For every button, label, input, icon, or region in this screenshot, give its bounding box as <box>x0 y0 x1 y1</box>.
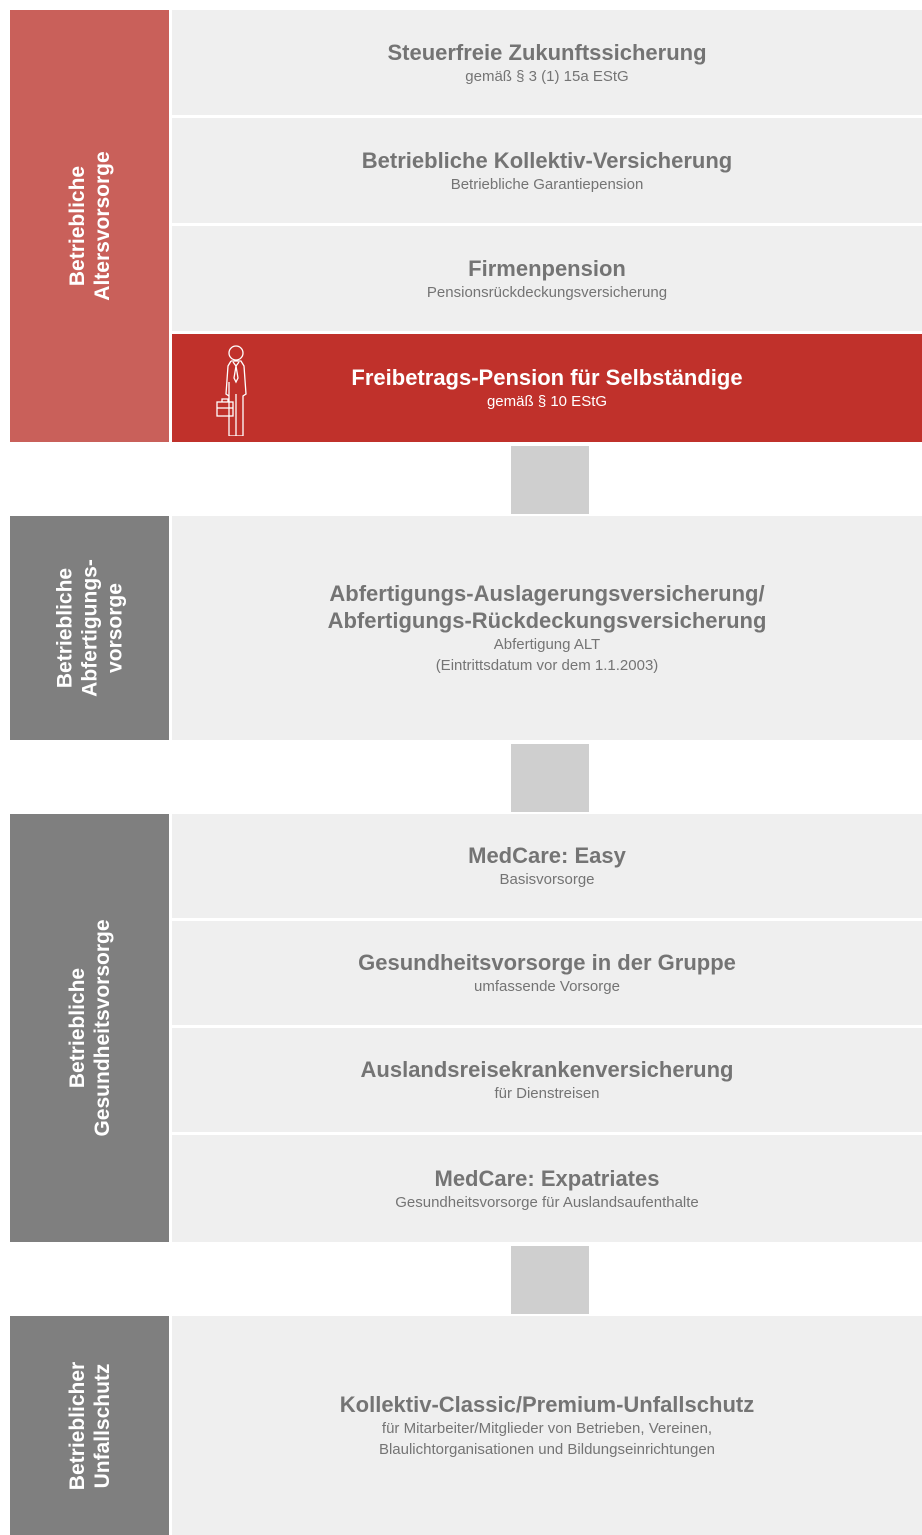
product-card[interactable]: Kollektiv-Classic/Premium-Unfallschutz f… <box>172 1316 922 1535</box>
product-card[interactable]: Betriebliche Kollektiv-Versicherung Betr… <box>172 118 922 226</box>
product-title: Steuerfreie Zukunftssicherung <box>387 39 707 65</box>
connector <box>511 1246 589 1314</box>
product-card[interactable]: Abfertigungs-Auslagerungsversicherung/ A… <box>172 516 922 740</box>
product-subtitle: gemäß § 10 EStG <box>486 393 608 410</box>
section-gesundheit: Betriebliche Gesundheitsvorsorge MedCare… <box>10 814 922 1242</box>
product-subtitle: Abfertigung ALT <box>493 636 601 653</box>
product-subtitle: Gesundheitsvorsorge für Auslandsaufentha… <box>395 1193 699 1211</box>
section-label-abfertigung: Betriebliche Abfertigungs- vorsorge <box>10 516 172 740</box>
section-label-altersvorsorge: Betriebliche Altersvorsorge <box>10 10 172 442</box>
product-title: Betriebliche Kollektiv-Versicherung <box>361 147 733 173</box>
product-card[interactable]: Firmenpension Pensionsrückdeckungsversic… <box>172 226 922 334</box>
product-title: Freibetrags-Pension für Selbständige <box>351 365 743 390</box>
product-subtitle: für Mitarbeiter/Mitglieder von Betrieben… <box>381 1420 713 1437</box>
product-subtitle: Blaulichtorganisationen und Bildungseinr… <box>378 1441 716 1458</box>
product-list: MedCare: Easy Basisvorsorge Gesundheitsv… <box>172 814 922 1242</box>
product-subtitle: gemäß § 3 (1) 15a EStG <box>465 67 629 85</box>
product-subtitle: Basisvorsorge <box>499 871 595 888</box>
product-subtitle: (Eintrittsdatum vor dem 1.1.2003) <box>435 657 659 674</box>
section-unfallschutz: Betrieblicher Unfallschutz Kollektiv-Cla… <box>10 1316 922 1535</box>
product-title: Gesundheitsvorsorge in der Gruppe <box>358 950 736 975</box>
product-card-highlighted[interactable]: Freibetrags-Pension für Selbständige gem… <box>172 334 922 442</box>
product-card[interactable]: Steuerfreie Zukunftssicherung gemäß § 3 … <box>172 10 922 118</box>
side-label: Betriebliche Altersvorsorge <box>65 151 114 301</box>
side-label: Betriebliche Gesundheitsvorsorge <box>65 919 114 1137</box>
product-title: Abfertigungs-Rückdeckungsversicherung <box>327 608 767 633</box>
product-list: Abfertigungs-Auslagerungsversicherung/ A… <box>172 516 922 740</box>
section-label-gesundheit: Betriebliche Gesundheitsvorsorge <box>10 814 172 1242</box>
product-subtitle: für Dienstreisen <box>494 1085 600 1102</box>
connector <box>511 446 589 514</box>
section-altersvorsorge: Betriebliche Altersvorsorge Steuerfreie … <box>10 10 922 442</box>
product-subtitle: Pensionsrückdeckungsversicherung <box>426 283 668 301</box>
product-title: MedCare: Easy <box>468 843 626 868</box>
product-title: Abfertigungs-Auslagerungsversicherung/ <box>329 581 765 606</box>
product-title: MedCare: Expatriates <box>434 1165 660 1191</box>
section-label-unfallschutz: Betrieblicher Unfallschutz <box>10 1316 172 1535</box>
product-card[interactable]: MedCare: Easy Basisvorsorge <box>172 814 922 921</box>
product-title: Kollektiv-Classic/Premium-Unfallschutz <box>339 1392 755 1417</box>
product-list: Steuerfreie Zukunftssicherung gemäß § 3 … <box>172 10 922 442</box>
product-card[interactable]: MedCare: Expatriates Gesundheitsvorsorge… <box>172 1135 922 1242</box>
product-title: Firmenpension <box>468 255 626 281</box>
product-card[interactable]: Gesundheitsvorsorge in der Gruppe umfass… <box>172 921 922 1028</box>
side-label: Betrieblicher Unfallschutz <box>65 1361 114 1490</box>
businessman-icon <box>216 345 247 436</box>
product-card[interactable]: Auslandsreisekrankenversicherung für Die… <box>172 1028 922 1135</box>
side-label: Betriebliche Abfertigungs- vorsorge <box>53 559 126 697</box>
product-title: Auslandsreisekrankenversicherung <box>360 1057 734 1082</box>
product-subtitle: umfassende Vorsorge <box>474 978 620 995</box>
product-subtitle: Betriebliche Garantiepension <box>450 175 644 193</box>
section-abfertigung: Betriebliche Abfertigungs- vorsorge Abfe… <box>10 516 922 740</box>
connector <box>511 744 589 812</box>
product-list: Kollektiv-Classic/Premium-Unfallschutz f… <box>172 1316 922 1535</box>
